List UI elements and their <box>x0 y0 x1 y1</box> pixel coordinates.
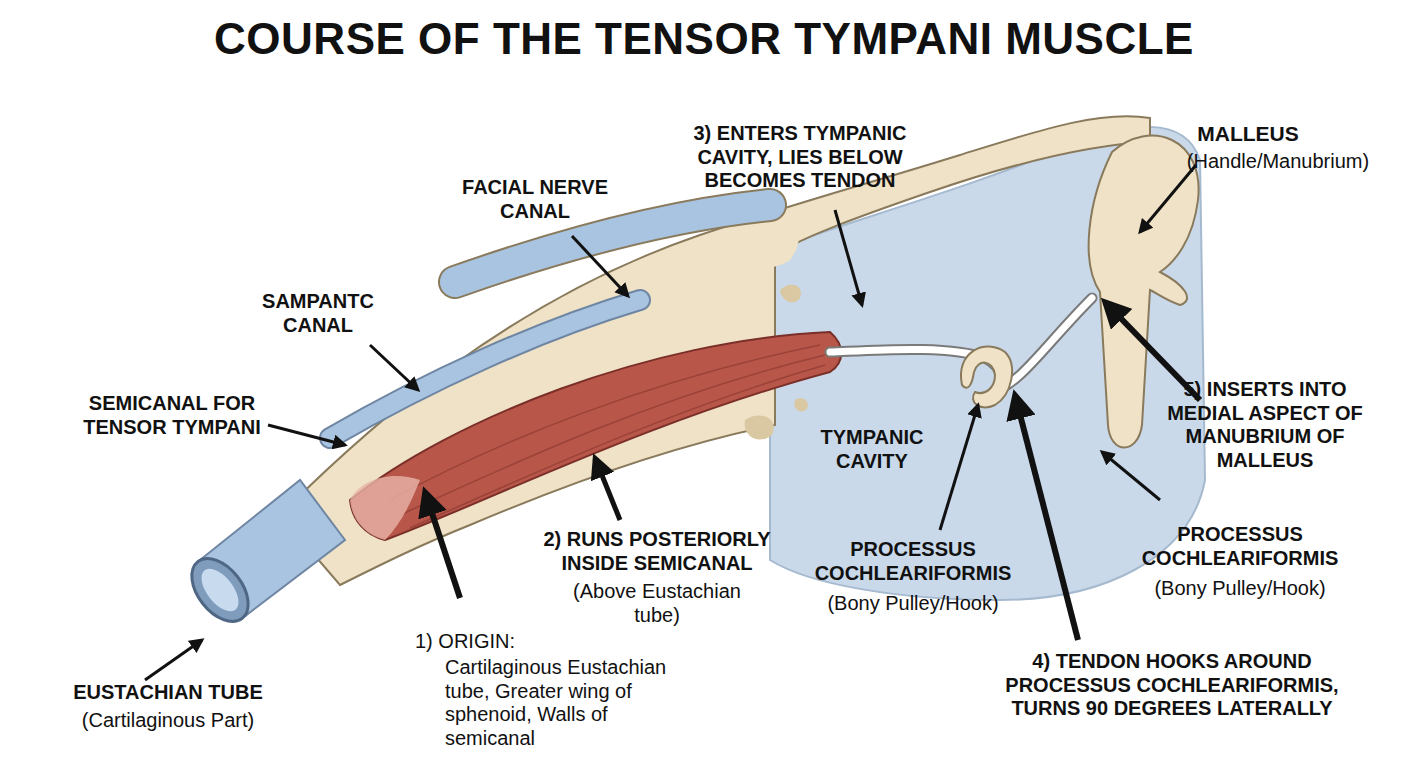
structure-label: FACIAL NERVE CANAL <box>448 176 623 223</box>
diagram-title: COURSE OF THE TENSOR TYMPANI MUSCLE <box>0 14 1408 64</box>
leader-line <box>145 640 202 680</box>
leader-line <box>835 210 862 305</box>
leader-line <box>1015 395 1078 640</box>
malleus-bone <box>1089 136 1199 448</box>
leader-line <box>940 405 978 530</box>
tube-lumen <box>194 562 245 617</box>
leader-line <box>370 345 418 390</box>
step-label: 1) ORIGIN: <box>415 630 615 654</box>
muscle-origin <box>350 476 420 540</box>
step-label: 2) RUNS POSTERIORLY INSIDE SEMICANAL <box>532 528 782 575</box>
structure-label: TYMPANIC CAVITY <box>797 426 947 473</box>
leader-line <box>425 492 460 598</box>
tensor-tympani-muscle <box>350 332 841 540</box>
leader-line <box>1140 165 1196 232</box>
structure-note: (Bony Pulley/Hook) <box>1140 577 1340 601</box>
structure-note: (Handle/Manubrium) <box>1173 150 1383 174</box>
structure-note: (Bony Pulley/Hook) <box>813 592 1013 616</box>
step-note: (Above Eustachian tube) <box>562 580 752 627</box>
structure-label: PROCESSUS COCHLEARIFORMIS <box>813 538 1013 585</box>
temporal-bone <box>280 116 1150 585</box>
processus-cochleariformis <box>961 347 1012 408</box>
muscle-fibres <box>390 345 825 528</box>
step-label: 5) INSERTS INTO MEDIAL ASPECT OF MANUBRI… <box>1150 378 1380 472</box>
structure-label: MALLEUS <box>1168 122 1328 147</box>
step-label: 4) TENDON HOOKS AROUND PROCESSUS COCHLEA… <box>987 650 1357 721</box>
tube-opening <box>180 548 259 632</box>
leader-line <box>595 458 620 520</box>
structure-label: SEMICANAL FOR TENSOR TYMPANI <box>72 392 272 439</box>
step-label: 3) ENTERS TYMPANIC CAVITY, LIES BELOW BE… <box>685 122 915 193</box>
leader-line <box>1102 452 1160 500</box>
leader-line <box>268 425 345 445</box>
leader-arrows <box>145 165 1200 680</box>
structure-label: PROCESSUS COCHLEARIFORMIS <box>1140 523 1340 570</box>
structure-note: (Cartilaginous Part) <box>38 709 298 733</box>
step-note: Cartilaginous Eustachian tube, Greater w… <box>445 656 695 750</box>
structure-label: SAMPANTC CANAL <box>243 290 393 337</box>
structure-label: EUSTACHIAN TUBE <box>38 681 298 705</box>
leader-line <box>572 236 628 296</box>
